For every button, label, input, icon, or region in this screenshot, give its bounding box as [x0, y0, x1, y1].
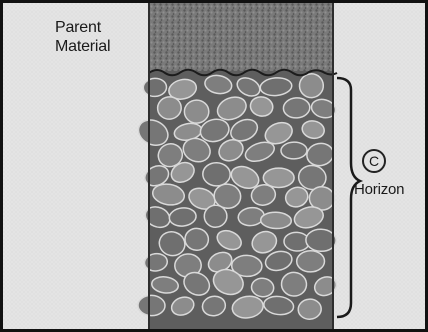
- parent-label-line1: Parent: [55, 18, 147, 37]
- parent-label-line2: Material: [55, 37, 147, 56]
- rock-fragment: [299, 73, 324, 98]
- rock-fragment: [260, 212, 291, 229]
- rock-fragment: [281, 142, 307, 159]
- rock-fragment: [184, 100, 209, 124]
- rock-fragment: [202, 162, 230, 186]
- rock-fragment: [138, 295, 166, 316]
- rock-fragment: [143, 78, 167, 97]
- rock-fragment: [204, 205, 228, 228]
- parent-material-layer: [149, 3, 333, 71]
- rock-fragment: [297, 250, 325, 272]
- rock-fragment: [306, 229, 337, 252]
- horizon-letter-badge: C: [362, 149, 386, 173]
- parent-material-label: Parent Material: [55, 18, 147, 56]
- horizon-label: Horizon: [354, 180, 404, 199]
